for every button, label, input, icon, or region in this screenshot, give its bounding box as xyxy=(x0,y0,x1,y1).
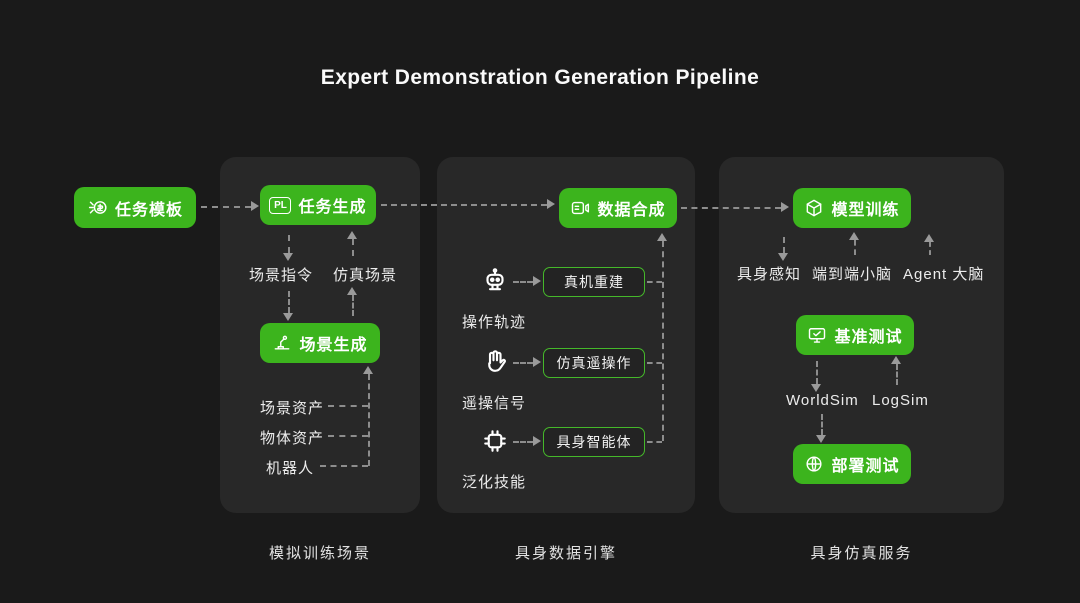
robot-arm-icon xyxy=(272,333,292,353)
arrow-head xyxy=(533,276,541,286)
connector-line xyxy=(513,441,533,443)
monitor-icon xyxy=(807,325,827,345)
arrow-head xyxy=(924,234,934,242)
connector-line xyxy=(288,235,290,253)
data-synthesis-node: 数据合成 xyxy=(559,188,677,228)
brain-label-perception: 具身感知 xyxy=(737,266,802,283)
arrow-head xyxy=(533,436,541,446)
brain-label-agent-brain: Agent 大脑 xyxy=(903,266,985,283)
connector-line xyxy=(201,206,251,208)
scene-generation-node: 场景生成 xyxy=(260,323,380,363)
asset-label-scene: 场景资产 xyxy=(260,400,325,417)
caption-embodied-sim-service: 具身仿真服务 xyxy=(810,545,913,562)
arrow-head xyxy=(283,253,293,261)
target-box-embodied-agent: 具身智能体 xyxy=(543,427,645,457)
connector-line xyxy=(647,441,662,443)
skill-chip-icon xyxy=(480,426,510,456)
asset-label-object: 物体资产 xyxy=(260,430,325,447)
connector-line xyxy=(647,281,662,283)
connector-line xyxy=(681,207,781,209)
caption-embodied-data-engine: 具身数据引擎 xyxy=(514,545,617,562)
connector-line xyxy=(381,204,547,206)
connector-line xyxy=(783,237,785,253)
sim-scene-label: 仿真场景 xyxy=(333,267,398,284)
model-training-node: 模型训练 xyxy=(793,188,911,228)
connector-line xyxy=(513,362,533,364)
connector-line xyxy=(929,242,931,255)
deployment-test-label: 部署测试 xyxy=(831,458,900,475)
model-training-label: 模型训练 xyxy=(831,202,900,219)
arrow-head xyxy=(347,287,357,295)
data-synthesis-label: 数据合成 xyxy=(597,202,666,219)
arrow-head xyxy=(849,232,859,240)
connector-line xyxy=(647,362,662,364)
connector-line xyxy=(854,240,856,255)
connector-line xyxy=(328,435,368,437)
arrow-head xyxy=(891,356,901,364)
robot-icon xyxy=(480,266,510,296)
arrow-head xyxy=(283,313,293,321)
task-template-label: 任务模板 xyxy=(114,201,183,219)
diagram-title: Expert Demonstration Generation Pipeline xyxy=(320,66,760,89)
arrow-head xyxy=(781,202,789,212)
connector-line xyxy=(320,465,368,467)
arrow-head xyxy=(811,384,821,392)
pl-badge-icon: PL xyxy=(269,196,292,214)
connector-line xyxy=(352,239,354,256)
target-box-real-reconstruction: 真机重建 xyxy=(543,267,645,297)
target-box-sim-teleoperation: 仿真遥操作 xyxy=(543,348,645,378)
caption-simulation-training-scene: 模拟训练场景 xyxy=(268,545,371,562)
arrow-head xyxy=(816,435,826,443)
benchmark-test-node: 基准测试 xyxy=(796,315,914,355)
asset-label-robot: 机器人 xyxy=(266,460,315,477)
source-label-teleop-signal: 遥操信号 xyxy=(462,395,527,412)
source-label-generalized-skill: 泛化技能 xyxy=(462,474,527,491)
task-template-node: 任务模板 xyxy=(74,187,196,228)
sim-label-worldsim: WorldSim xyxy=(786,392,859,409)
arrow-head xyxy=(778,253,788,261)
task-generation-node: PL 任务生成 xyxy=(260,185,376,225)
connector-line xyxy=(662,241,664,441)
connector-line xyxy=(896,364,898,385)
connector-line xyxy=(352,295,354,316)
arrow-head xyxy=(347,231,357,239)
arrow-head xyxy=(363,366,373,374)
connector-line xyxy=(821,414,823,435)
arrow-head xyxy=(657,233,667,241)
connector-line xyxy=(513,281,533,283)
connector-line xyxy=(816,361,818,384)
arrow-head xyxy=(251,201,259,211)
deployment-test-node: 部署测试 xyxy=(793,444,911,484)
source-label-trajectory: 操作轨迹 xyxy=(462,314,527,331)
arrow-head xyxy=(533,357,541,367)
benchmark-test-label: 基准测试 xyxy=(834,329,903,346)
arrow-head xyxy=(547,199,555,209)
connector-line xyxy=(368,374,370,466)
glove-icon xyxy=(480,347,510,377)
task-generation-label: 任务生成 xyxy=(298,199,367,216)
scene-generation-label: 场景生成 xyxy=(299,337,368,354)
brain-label-e2e-cerebellum: 端到端小脑 xyxy=(812,266,893,283)
scene-instruction-label: 场景指令 xyxy=(249,267,314,284)
connector-line xyxy=(288,291,290,313)
task-template-icon xyxy=(87,197,108,218)
connector-line xyxy=(328,405,368,407)
cube-icon xyxy=(804,198,824,218)
globe-icon xyxy=(804,454,824,474)
sim-label-logsim: LogSim xyxy=(872,392,929,409)
data-synthesis-icon xyxy=(570,198,590,218)
